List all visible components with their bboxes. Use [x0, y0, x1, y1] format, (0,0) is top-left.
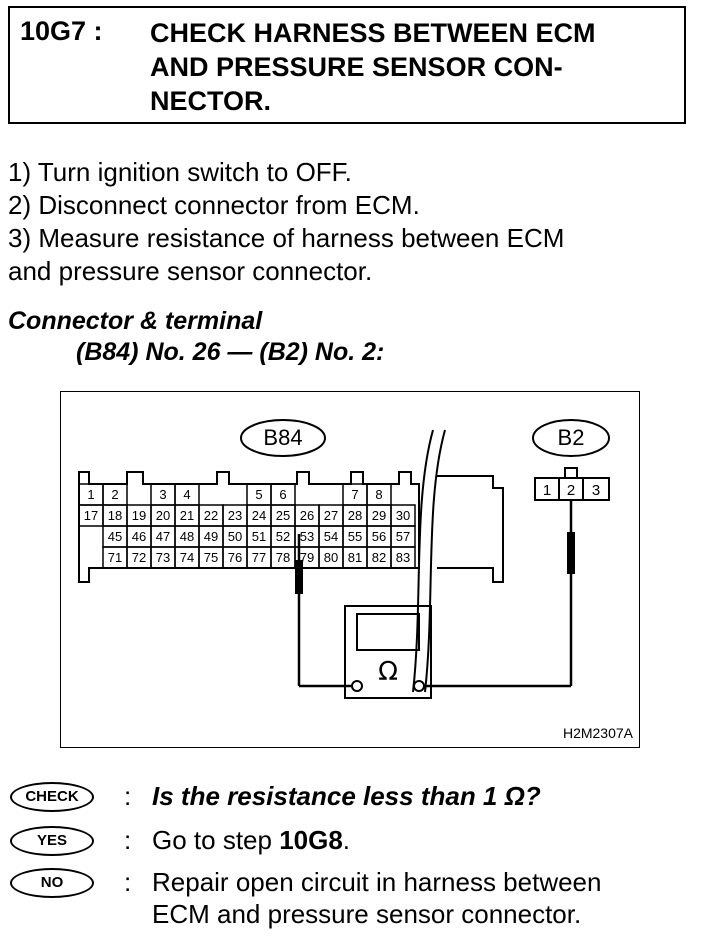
ecm-pin-label: 2 [111, 487, 118, 502]
ecm-pin-label: 79 [300, 550, 314, 565]
multimeter-display [356, 613, 420, 651]
ecm-pin-label: 23 [228, 508, 242, 523]
ecm-pin-label: 26 [300, 508, 314, 523]
meter-terminal [351, 680, 363, 692]
procedure-step: and pressure sensor connector. [8, 256, 373, 286]
sensor-label-ellipse [532, 419, 610, 457]
ecm-pin-cell [390, 546, 416, 569]
sensor-pin-label: 1 [543, 482, 551, 499]
step-title-line: NECTOR. [150, 86, 272, 116]
ecm-pin-label: 80 [324, 550, 338, 565]
ecm-pin-label: 5 [255, 487, 262, 502]
procedure-list: 1) Turn ignition switch to OFF. 2) Disco… [8, 156, 698, 288]
ecm-pin-label: 76 [228, 550, 242, 565]
ecm-connector-outline [78, 471, 420, 583]
step-id: 10G7 : [20, 16, 103, 46]
ecm-pin-label: 83 [396, 550, 410, 565]
ecm-pin-label: 25 [276, 508, 290, 523]
sensor-pin-label: 3 [592, 482, 600, 499]
ecm-pin-label: 73 [156, 550, 170, 565]
ecm-pin-label: 82 [372, 550, 386, 565]
no-colon: : [124, 867, 132, 897]
step-title-line: CHECK HARNESS BETWEEN ECM [150, 18, 596, 48]
ecm-pin-label: 1 [87, 487, 94, 502]
connector-heading: Connector & terminal [8, 307, 263, 335]
break-line [424, 429, 446, 693]
ecm-pin-label: 19 [132, 508, 146, 523]
ecm-pin-label: 27 [324, 508, 338, 523]
ecm-pin-label: 6 [279, 487, 286, 502]
ecm-pin-label: 46 [132, 529, 146, 544]
ecm-pin-label: 28 [348, 508, 362, 523]
check-question: Is the resistance less than 1 Ω? [152, 781, 541, 811]
no-answer-line: Repair open circuit in harness between [152, 867, 602, 897]
ecm-pin-label: 47 [156, 529, 170, 544]
connector-spec: (B84) No. 26 — (B2) No. 2: [76, 338, 385, 366]
ecm-pin-label: 17 [84, 508, 98, 523]
step-title: CHECK HARNESS BETWEEN ECM AND PRESSURE S… [150, 16, 680, 118]
ecm-pin-label: 20 [156, 508, 170, 523]
procedure-step: 1) Turn ignition switch to OFF. [8, 157, 352, 187]
ecm-pin-label: 24 [252, 508, 266, 523]
yes-colon: : [124, 825, 132, 855]
multimeter-body [344, 605, 432, 699]
ecm-pin-label: 51 [252, 529, 266, 544]
sensor-label: B2 [558, 425, 585, 450]
sensor-probe [567, 532, 575, 574]
ecm-label-ellipse [240, 419, 326, 457]
ecm-pin-label: 22 [204, 508, 218, 523]
ecm-pin-label: 81 [348, 550, 362, 565]
ecm-pin-label: 30 [396, 508, 410, 523]
ecm-pin-label: 77 [252, 550, 266, 565]
ecm-probe [295, 560, 303, 594]
ecm-pin-label: 52 [276, 529, 290, 544]
procedure-step: 2) Disconnect connector from ECM. [8, 190, 420, 220]
check-colon: : [124, 781, 132, 811]
yes-badge: YES [10, 826, 94, 856]
ecm-pin-label: 54 [324, 529, 338, 544]
ecm-pin-label: 57 [396, 529, 410, 544]
break-line [412, 429, 434, 693]
ecm-pin-label: 74 [180, 550, 194, 565]
ohm-symbol: Ω [378, 657, 398, 687]
ecm-pin-label: 53 [300, 529, 314, 544]
sensor-pin-label: 2 [567, 482, 575, 499]
check-badge: CHECK [10, 782, 94, 812]
ecm-pin-label: 8 [375, 487, 382, 502]
ecm-pin-label: 49 [204, 529, 218, 544]
ecm-pin-label: 72 [132, 550, 146, 565]
yes-answer-step: 10G8 [279, 825, 343, 855]
procedure-step: 3) Measure resistance of harness between… [8, 223, 565, 253]
ecm-pin-label: 21 [180, 508, 194, 523]
yes-answer-prefix: Go to step [152, 825, 280, 855]
yes-answer: Go to step 10G8. [152, 824, 700, 856]
ecm-pin-label: 75 [204, 550, 218, 565]
ecm-pin-label: 56 [372, 529, 386, 544]
meter-terminal [413, 680, 425, 692]
ecm-pin-label: 48 [180, 529, 194, 544]
step-header: 10G7 : CHECK HARNESS BETWEEN ECM AND PRE… [8, 6, 686, 124]
ecm-pin-label: 55 [348, 529, 362, 544]
ecm-pin-label: 50 [228, 529, 242, 544]
no-answer: Repair open circuit in harness between E… [152, 866, 700, 930]
ecm-pin-label: 4 [183, 487, 190, 502]
ecm-pin-label: 7 [351, 487, 358, 502]
no-answer-line: ECM and pressure sensor connector. [152, 899, 582, 929]
ecm-pin-label: 18 [108, 508, 122, 523]
ecm-pin-label: 3 [159, 487, 166, 502]
ecm-pin-label: 78 [276, 550, 290, 565]
sensor-key [564, 467, 578, 478]
ecm-pin-label: 71 [108, 550, 122, 565]
yes-answer-suffix: . [342, 825, 351, 855]
figure-code: H2M2307A [563, 725, 634, 741]
no-badge: NO [10, 868, 94, 898]
ecm-pin-label: 45 [108, 529, 122, 544]
step-title-line: AND PRESSURE SENSOR CON- [150, 52, 563, 82]
ecm-pin-label: 29 [372, 508, 386, 523]
ecm-label: B84 [263, 425, 302, 450]
connector-body [437, 475, 504, 583]
